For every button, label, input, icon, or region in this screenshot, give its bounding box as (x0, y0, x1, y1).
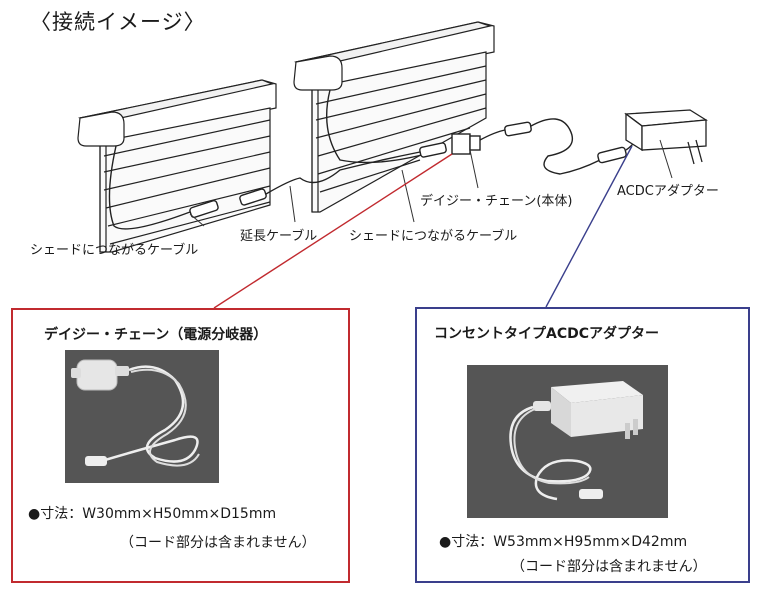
leader-lines (189, 139, 673, 227)
diagram-title: 〈接続イメージ〉 (30, 10, 206, 34)
acdc-adapter-photo-art (467, 365, 668, 518)
daisy-chain-spec: ●寸法：W30mm×H50mm×D15mm (28, 506, 277, 522)
red-connector-line (213, 153, 453, 309)
acdc-adapter-illustration (624, 109, 708, 165)
label-shade-cable-left: シェードにつながるケーブル (30, 243, 199, 258)
shade-right (293, 21, 495, 213)
label-extension-cable: 延長ケーブル (240, 229, 318, 244)
daisy-chain-panel: デイジー・チェーン（電源分岐器） ●寸法：W30mm×H50mm×D15mm （… (11, 308, 350, 583)
label-acdc-adapter: ACDCアダプター (617, 184, 719, 199)
daisy-chain-photo (65, 350, 219, 483)
acdc-adapter-panel: コンセントタイプACDCアダプター ●寸法：W53mm×H95mm×D42mm … (415, 307, 750, 583)
acdc-adapter-title: コンセントタイプACDCアダプター (434, 326, 660, 342)
label-daisy-chain-body: デイジー・チェーン(本体) (420, 194, 573, 209)
cables (108, 89, 637, 230)
daisy-chain-title: デイジー・チェーン（電源分岐器） (44, 327, 268, 343)
label-shade-cable-right: シェードにつながるケーブル (349, 229, 518, 244)
blue-connector-line (545, 145, 633, 308)
acdc-adapter-note: （コード部分は含まれません） (511, 559, 707, 575)
daisy-chain-photo-art (65, 350, 219, 483)
acdc-adapter-spec: ●寸法：W53mm×H95mm×D42mm (439, 534, 688, 550)
shade-left (77, 79, 277, 253)
daisy-chain-note: （コード部分は含まれません） (120, 535, 316, 551)
acdc-adapter-photo (467, 365, 668, 518)
